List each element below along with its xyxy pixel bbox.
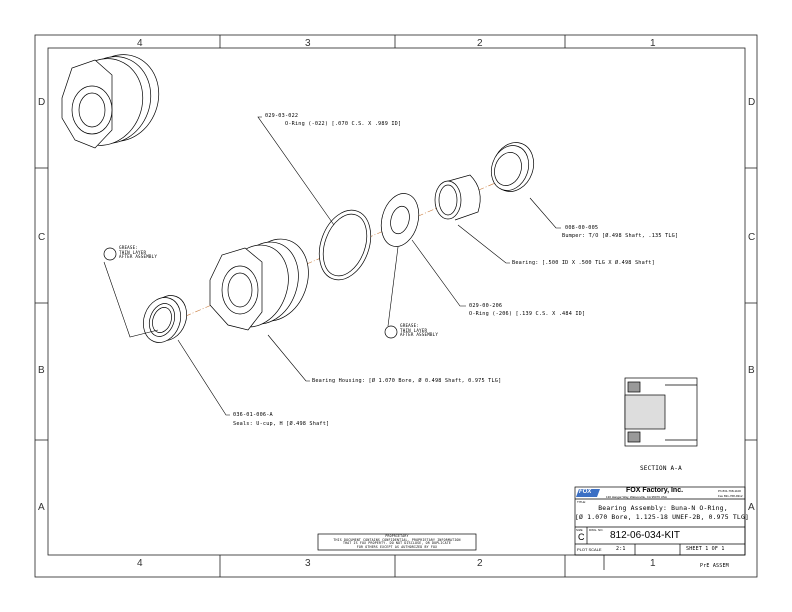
title-label: TITLE:: [577, 500, 587, 504]
zone-col-4-bottom: 4: [137, 558, 143, 569]
company-address: 130 Hangar Way, Watsonville, CA 95076 US…: [606, 495, 667, 499]
size-value: C: [578, 532, 585, 542]
proprietary-title: PROPRIETARY: [385, 534, 409, 538]
bearing-description: Bearing: [.500 ID X .500 TLG X Ø.498 Sha…: [512, 260, 655, 266]
grease-line-2: THIN LAYER: [400, 327, 428, 333]
zone-col-1-bottom: 1: [650, 558, 656, 569]
fox-logo: [576, 489, 600, 497]
proprietary-notice: PROPRIETARY THIS DOCUMENT CONTAINS CONFI…: [318, 534, 476, 549]
proprietary-line-3: FOR OTHERS EXCEPT AS AUTHORIZED BY FOX: [356, 544, 438, 549]
grease-line-3: AFTER ASSEMBLY: [119, 254, 158, 260]
grease-line-3: AFTER ASSEMBLY: [400, 332, 439, 338]
oring-206-part-number: 029-00-206: [469, 303, 503, 309]
zone-row-d-right: D: [748, 97, 756, 108]
company-fax: Fax 831-768-9312: [718, 494, 743, 498]
inner-border: [47, 47, 746, 556]
drawing-title-line-2: [Ø 1.070 Bore, 1.125-18 UNEF-2B, 0.975 T…: [575, 513, 750, 521]
zone-col-3: 3: [305, 38, 311, 49]
sheet-number: SHEET 1 OF 1: [686, 546, 725, 552]
zone-row-d: D: [38, 97, 46, 108]
fox-logo-text: FOX: [579, 489, 592, 495]
zone-row-b-right: B: [748, 365, 755, 376]
zone-col-4: 4: [137, 38, 143, 49]
oring-022-description: O-Ring (-022) [.070 C.S. X .989 ID]: [285, 121, 402, 127]
company-name: FOX Factory, Inc.: [626, 487, 684, 494]
plot-scale-label: PLOT SCALE: [577, 547, 602, 552]
drawing-number: 812-06-034-KIT: [610, 530, 681, 541]
housing-iso-view: [61, 54, 160, 149]
bumper-part-number: 008-00-005: [565, 225, 599, 231]
zone-col-1: 1: [650, 38, 656, 49]
seal-description: Seals: U-cup, H [Ø.498 Shaft]: [233, 421, 330, 427]
zone-row-c-right: C: [748, 232, 756, 243]
status-label: PrE ASSEM: [700, 563, 729, 569]
zone-col-2-bottom: 2: [477, 558, 483, 569]
zone-row-b: B: [38, 365, 45, 376]
oring-022-part-number: 029-03-022: [265, 113, 299, 119]
grease-symbol-icon: [103, 247, 117, 261]
grease-line-2: THIN LAYER: [119, 249, 147, 255]
oring-206-part: [380, 193, 420, 247]
size-label: SIZE: [576, 528, 583, 532]
bumper-part: [490, 142, 534, 192]
grease-line-1: GREASE:: [400, 323, 420, 328]
proprietary-line-2: THAT IS FOX PROPERTY. DO NOT DISCLOSE, O…: [342, 541, 452, 546]
dwg-no-label: DWG. NO.: [589, 528, 604, 532]
zone-row-a: A: [38, 502, 45, 513]
drawing-title-line-1: Bearing Assembly: Buna-N O-Ring,: [598, 504, 728, 512]
zone-col-2: 2: [477, 38, 483, 49]
title-block-frame: [317, 486, 746, 556]
proprietary-line-1: THIS DOCUMENT CONTAINS CONFIDENTIAL, PRO…: [333, 537, 461, 542]
housing-description: Bearing Housing: [Ø 1.070 Bore, Ø 0.498 …: [312, 378, 502, 384]
section-view: [624, 377, 698, 447]
outer-border: [34, 34, 758, 578]
oring-022-part: [318, 209, 372, 281]
bumper-description: Bumper: T/O [Ø.498 Shaft, .135 TLG]: [562, 233, 679, 239]
grease-line-1: GREASE:: [119, 245, 139, 250]
section-label: SECTION A-A: [640, 465, 682, 472]
grease-note-center: GREASE: THIN LAYER AFTER ASSEMBLY: [400, 323, 439, 338]
grease-symbol-icon: [384, 325, 398, 339]
bearing-part: [434, 174, 481, 221]
zone-col-3-bottom: 3: [305, 558, 311, 569]
grease-note-left: GREASE: THIN LAYER AFTER ASSEMBLY: [119, 245, 158, 260]
oring-206-description: O-Ring (-206) [.139 C.S. X .484 ID]: [469, 311, 586, 317]
zone-row-a-right: A: [748, 502, 755, 513]
seal-part-number: 036-01-006-A: [233, 412, 273, 418]
seal-part: [142, 295, 188, 343]
bearing-housing-part: [209, 238, 309, 331]
plot-scale-value: 2:1: [616, 546, 626, 552]
zone-row-c: C: [38, 232, 46, 243]
company-phone: Ph 831-768-1100: [718, 489, 741, 493]
